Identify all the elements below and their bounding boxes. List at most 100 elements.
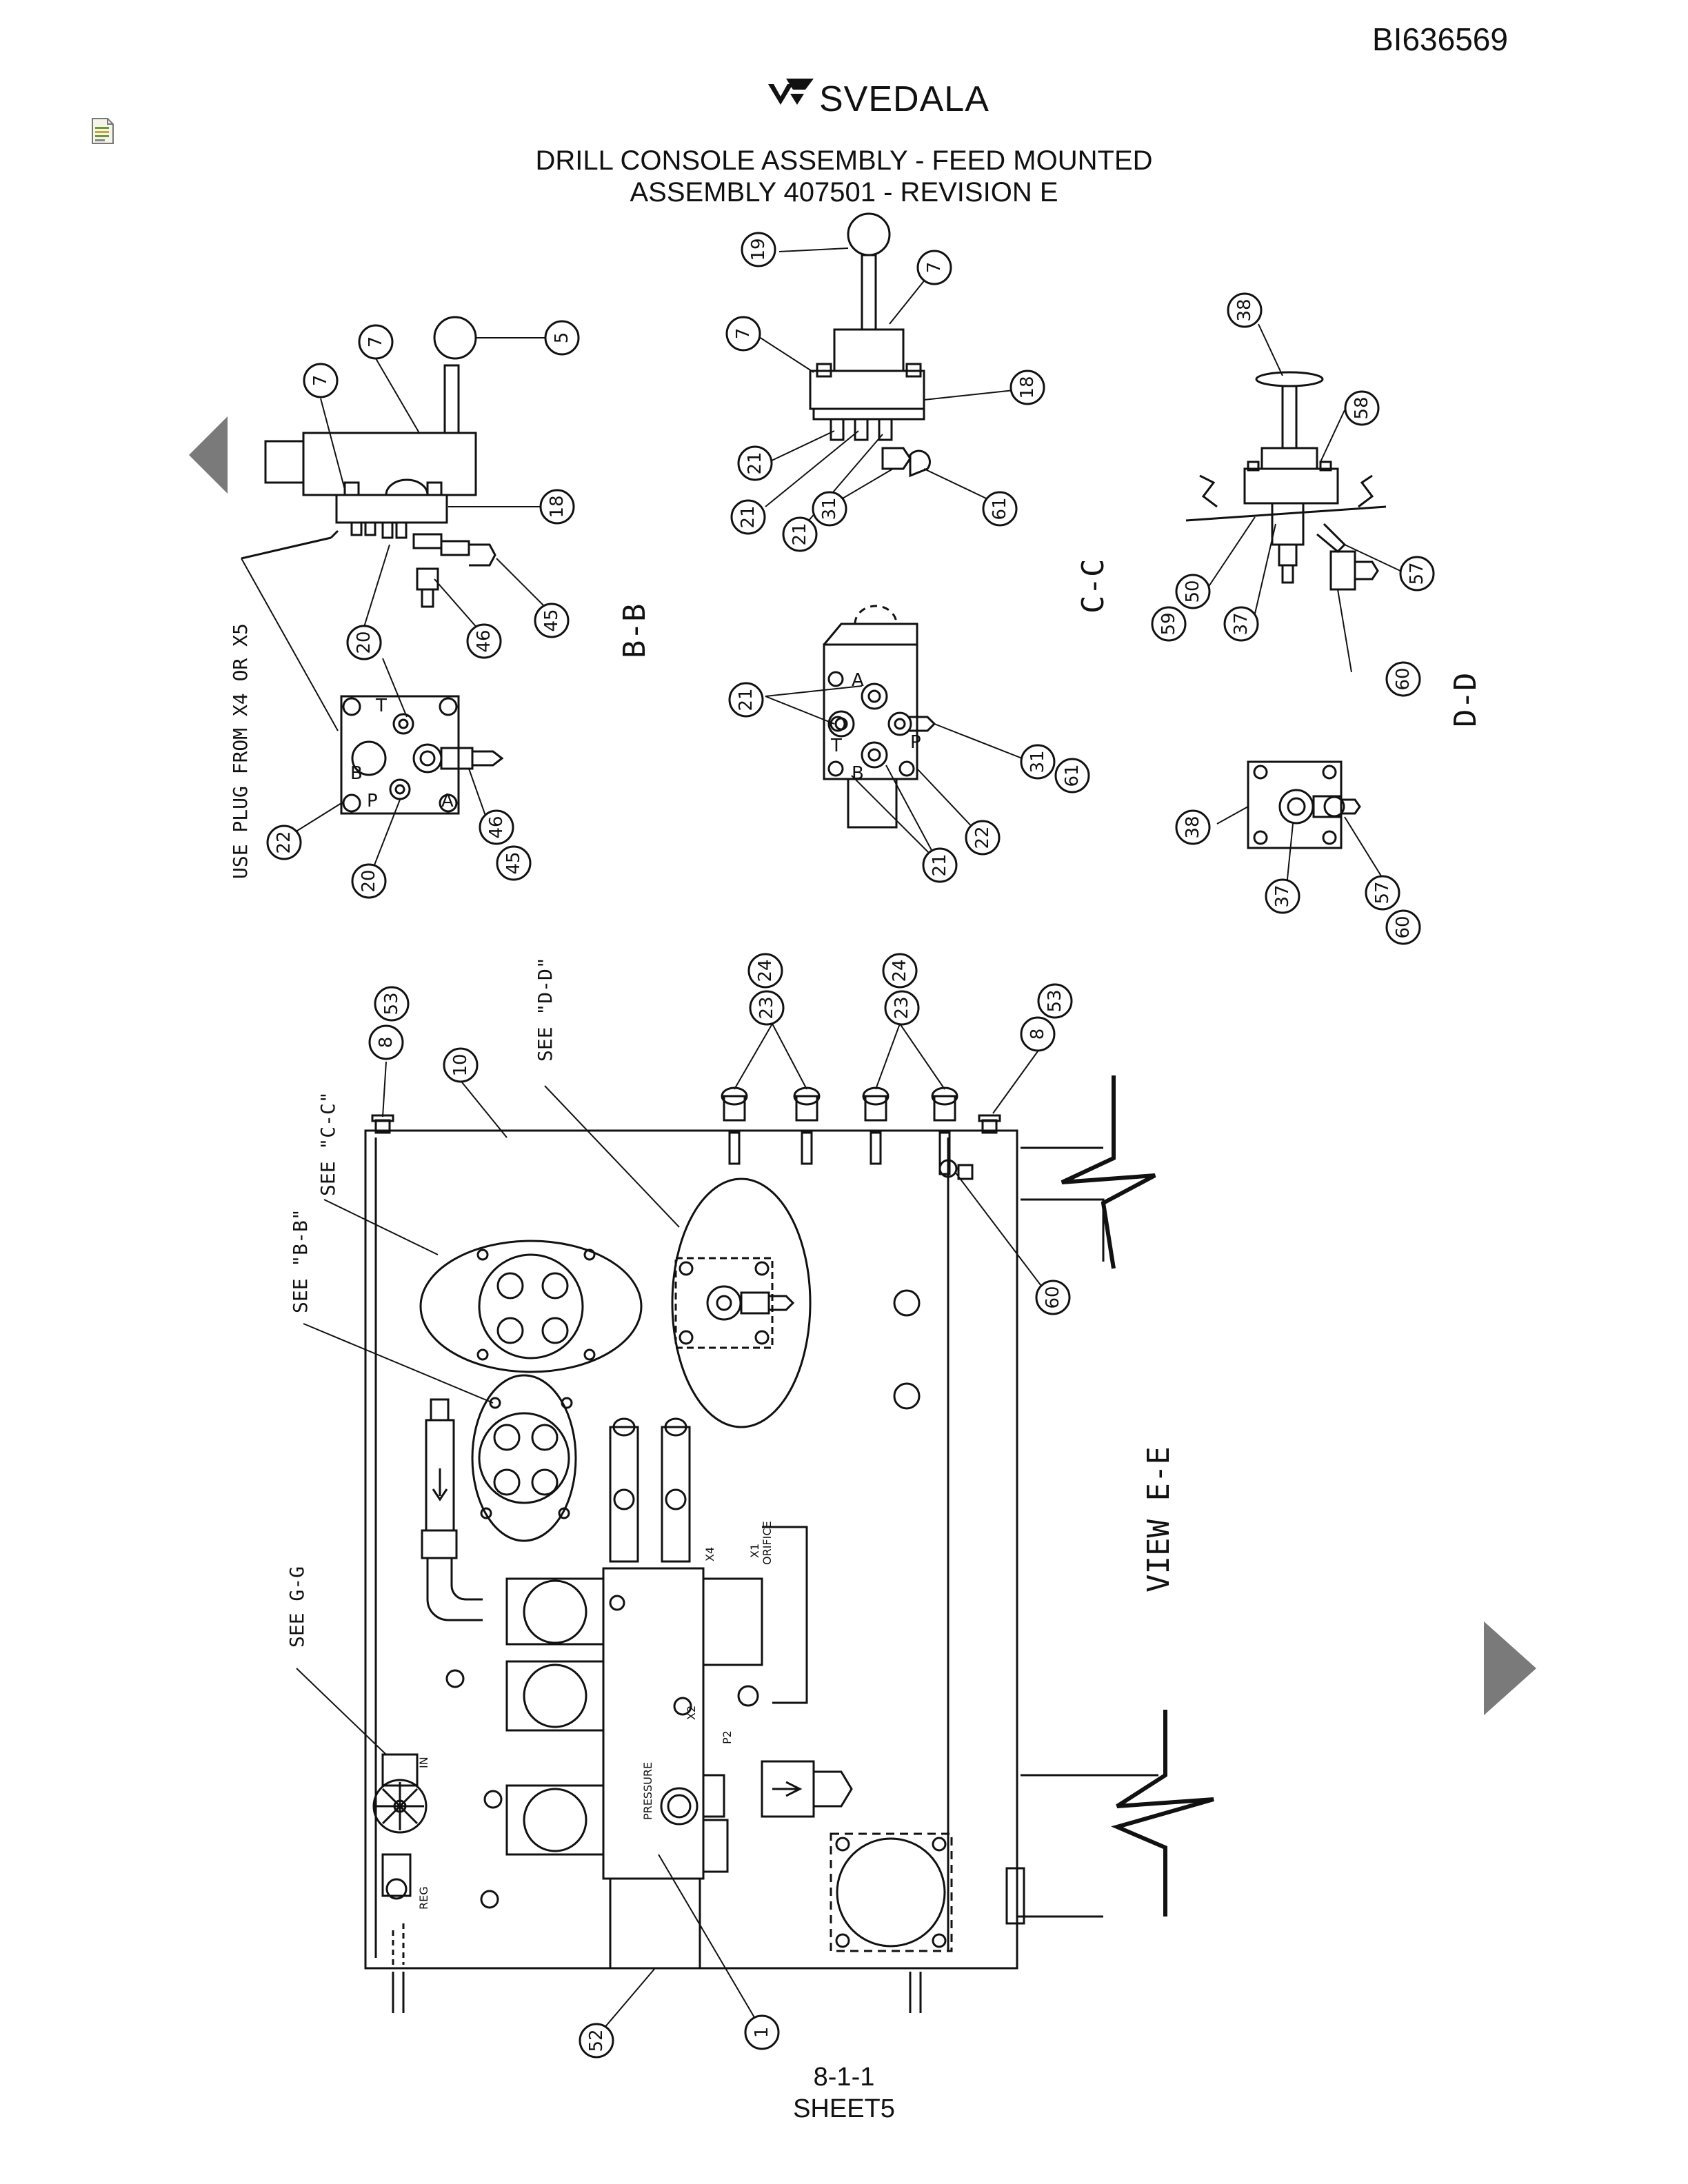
brand-name: SVEDALA xyxy=(819,79,989,119)
port-b-label: B xyxy=(350,763,363,784)
callout-number: 5 xyxy=(552,332,572,344)
callout-balloon xyxy=(1385,661,1421,697)
x4-label: X4 xyxy=(703,1547,716,1561)
view-dd-label: D-D xyxy=(1448,673,1483,727)
view-cc-leaders xyxy=(754,247,1032,862)
callout-balloon xyxy=(1223,606,1259,642)
callout-balloon xyxy=(1020,744,1056,780)
document-icon[interactable] xyxy=(91,117,114,145)
callout-balloon xyxy=(1035,1280,1071,1315)
title-line-1: DRILL CONSOLE ASSEMBLY - FEED MOUNTED xyxy=(535,145,1153,176)
callout-balloon xyxy=(303,363,339,398)
callout-number: 23 xyxy=(892,996,912,1019)
callout-balloons: 7751845462020222046451977182121213161213… xyxy=(266,232,1435,2059)
page-footer: 8-1-1 SHEET5 xyxy=(0,2061,1688,2125)
view-ee-label: VIEW E-E xyxy=(1141,1446,1176,1593)
callout-balloon xyxy=(1037,983,1073,1019)
callout-balloon xyxy=(1175,809,1211,845)
callout-balloon xyxy=(496,845,532,881)
view-bb-front xyxy=(340,695,504,815)
prev-page-arrow-icon[interactable] xyxy=(188,414,229,500)
callout-balloon xyxy=(1227,292,1263,328)
document-id: BI636569 xyxy=(1372,21,1508,57)
panel-valve-ovals xyxy=(419,1177,921,1542)
callout-number: 21 xyxy=(930,853,950,876)
callout-balloon xyxy=(730,499,766,535)
callout-number: 57 xyxy=(1372,881,1393,904)
callout-number: 20 xyxy=(359,869,379,892)
view-dd-side xyxy=(1185,371,1387,591)
callout-balloon xyxy=(728,682,764,718)
callout-number: 7 xyxy=(365,336,386,348)
callout-number: 7 xyxy=(733,328,754,340)
callout-number: 60 xyxy=(1043,1286,1063,1308)
callout-number: 22 xyxy=(972,826,993,849)
callout-balloon xyxy=(346,625,382,660)
next-page-arrow-icon[interactable] xyxy=(1483,1620,1538,1720)
callout-balloon xyxy=(1385,909,1421,945)
callout-number: 7 xyxy=(310,375,331,387)
callout-balloon xyxy=(1020,1016,1056,1052)
port-a-label: A xyxy=(441,791,454,811)
callout-number: 37 xyxy=(1272,884,1293,907)
port-t-label: T xyxy=(830,736,842,756)
callout-number: 8 xyxy=(1027,1029,1048,1040)
callout-balloon xyxy=(579,2023,614,2059)
callout-balloon xyxy=(747,953,783,989)
view-cc-label: C-C xyxy=(1076,559,1111,614)
callout-balloon xyxy=(1344,390,1380,426)
callout-balloon xyxy=(368,1024,404,1060)
callout-number: 50 xyxy=(1183,580,1203,603)
callout-balloon xyxy=(916,250,952,285)
callout-number: 1 xyxy=(752,2027,772,2039)
callout-balloon xyxy=(374,986,410,1022)
see-dd-note: SEE "D-D" xyxy=(534,957,556,1062)
reg-label: REG xyxy=(417,1886,430,1910)
callout-number: 60 xyxy=(1393,667,1414,690)
callout-number: 24 xyxy=(755,959,776,982)
callout-balloon xyxy=(466,623,502,659)
port-p-label: P xyxy=(367,791,378,811)
port-a-label: A xyxy=(852,670,864,691)
panel-manifold xyxy=(602,1417,853,1970)
callout-balloon xyxy=(266,825,302,860)
callout-balloon xyxy=(1054,758,1090,793)
callout-number: 57 xyxy=(1407,562,1427,585)
callout-number: 21 xyxy=(790,523,810,545)
p2-label: P2 xyxy=(721,1730,734,1744)
callout-number: 8 xyxy=(376,1037,396,1049)
callout-balloon xyxy=(737,445,773,481)
callout-balloon xyxy=(351,863,387,899)
title-line-2: ASSEMBLY 407501 - REVISION E xyxy=(630,177,1058,208)
see-bb-note: SEE "B-B" xyxy=(289,1209,312,1313)
callout-number: 18 xyxy=(1017,376,1038,398)
callout-balloon xyxy=(1265,878,1300,914)
callout-balloon xyxy=(882,953,918,989)
callout-balloon xyxy=(965,820,1001,856)
drawing-title: DRILL CONSOLE ASSEMBLY - FEED MOUNTED AS… xyxy=(0,145,1688,208)
callout-number: 45 xyxy=(503,851,524,874)
use-plug-note: USE PLUG FROM X4 OR X5 xyxy=(229,623,252,879)
callout-number: 24 xyxy=(890,959,910,982)
callout-balloon xyxy=(544,320,580,356)
view-bb-side xyxy=(241,316,496,608)
callout-number: 10 xyxy=(450,1053,471,1076)
callout-number: 20 xyxy=(354,631,374,654)
svedala-logo-mark xyxy=(768,79,814,105)
callout-balloon xyxy=(358,324,394,360)
see-gg-note: SEE G-G xyxy=(285,1566,308,1648)
callout-number: 37 xyxy=(1231,612,1252,635)
panel-round-cover xyxy=(830,1832,953,1952)
callout-balloon xyxy=(1009,370,1045,405)
view-cc-front xyxy=(823,605,936,829)
callout-balloon xyxy=(749,990,785,1026)
callout-balloon xyxy=(1365,875,1400,911)
port-t-label: T xyxy=(375,696,387,716)
sheet-label: SHEET5 xyxy=(793,2094,895,2123)
callout-balloon xyxy=(741,232,776,267)
pressure-label: PRESSURE xyxy=(641,1762,654,1820)
callout-number: 61 xyxy=(1062,764,1083,787)
x2-label: X2 xyxy=(685,1706,698,1720)
callout-number: 22 xyxy=(274,831,294,853)
